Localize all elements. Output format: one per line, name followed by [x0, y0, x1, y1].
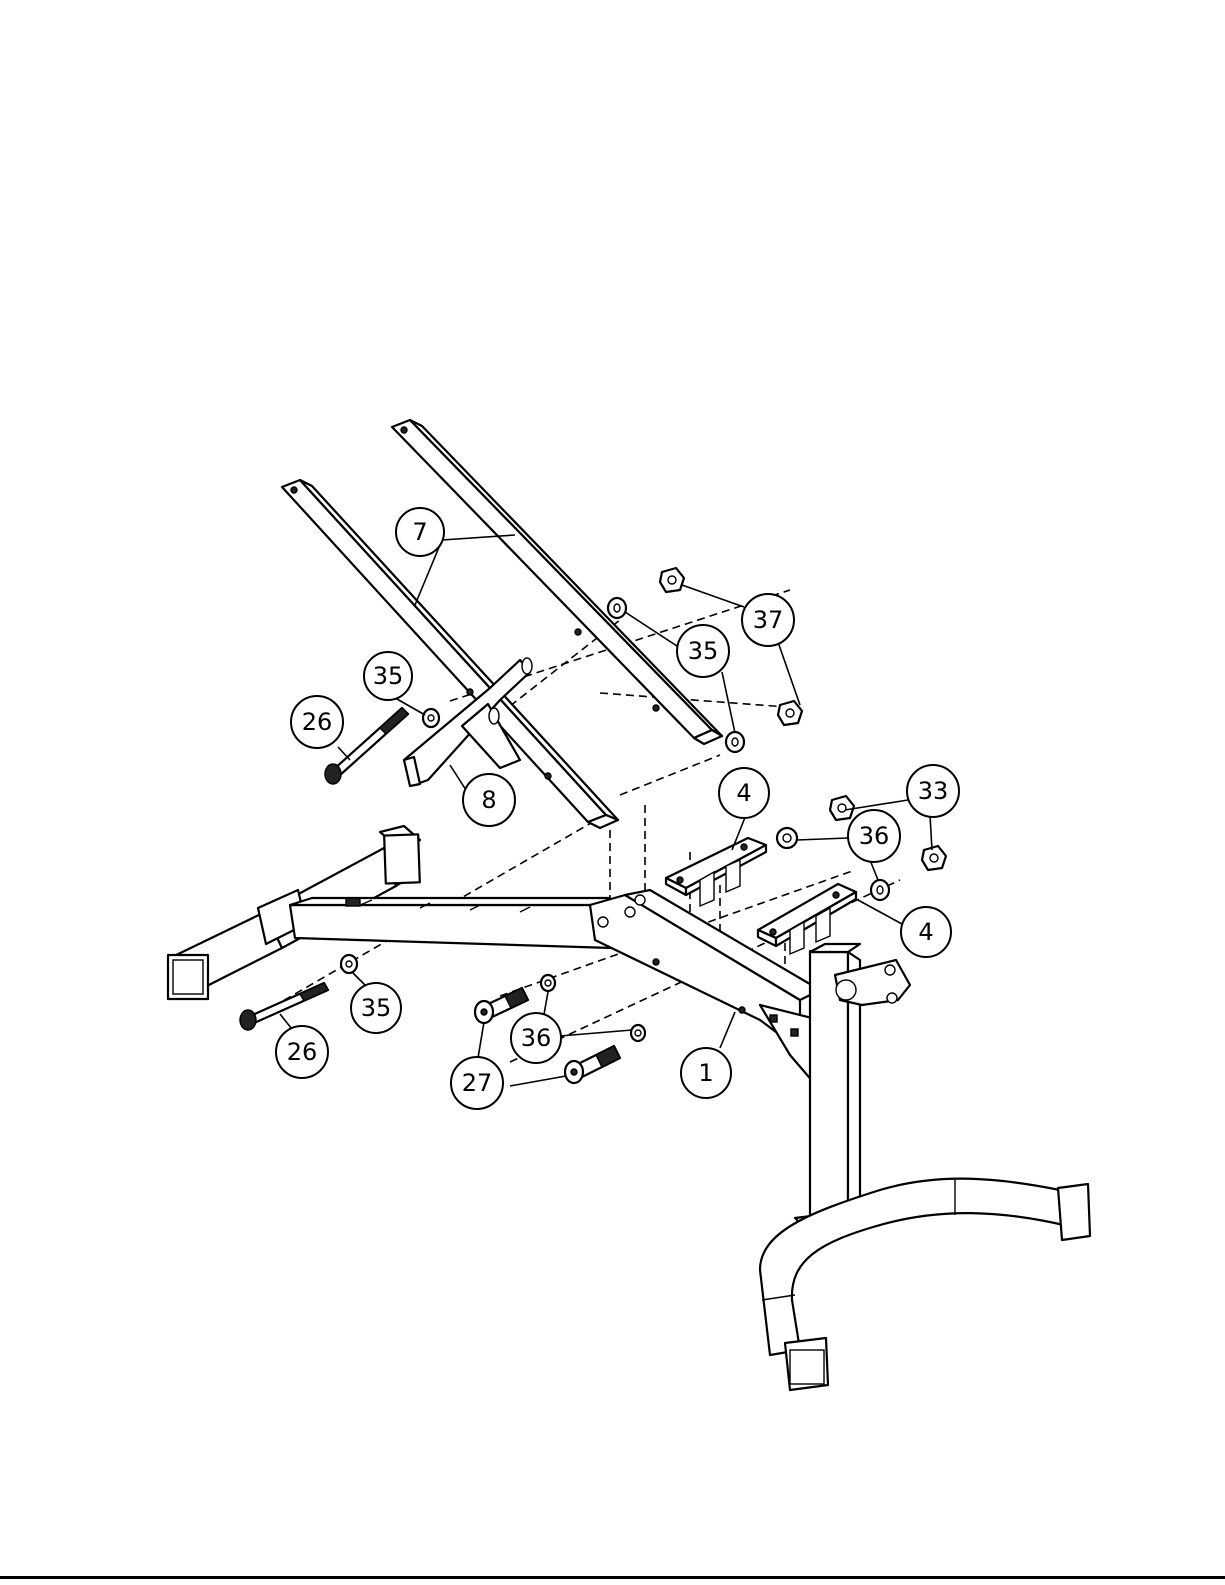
callout-7: 7	[396, 508, 444, 556]
callout-label: 36	[521, 1024, 552, 1052]
callout-27: 27	[451, 1057, 503, 1109]
callout-4-upper: 4	[719, 768, 769, 818]
callout-label: 7	[412, 518, 427, 546]
main-frame-spine	[290, 898, 612, 948]
callout-4-lower: 4	[901, 907, 951, 957]
callout-label: 35	[373, 662, 404, 690]
callout-35-left: 35	[364, 652, 412, 700]
callout-label: 36	[859, 822, 890, 850]
callout-35-bottom: 35	[351, 983, 401, 1033]
callout-label: 8	[481, 786, 496, 814]
front-upright-and-base	[760, 944, 1090, 1390]
callout-33: 33	[907, 765, 959, 817]
callout-label: 26	[302, 708, 333, 736]
callout-37: 37	[742, 594, 794, 646]
callout-1: 1	[681, 1048, 731, 1098]
callout-26-lower: 26	[276, 1026, 328, 1078]
callout-label: 37	[753, 606, 784, 634]
footer-rule	[0, 1576, 1225, 1579]
bracket-upper	[666, 838, 766, 906]
callout-label: 1	[698, 1059, 713, 1087]
callout-label: 35	[688, 637, 719, 665]
callout-8: 8	[463, 774, 515, 826]
bolt-26-lower	[240, 983, 328, 1030]
bolt-27-lower	[565, 1046, 620, 1083]
callout-36-lower: 36	[511, 1013, 561, 1063]
callout-label: 26	[287, 1038, 318, 1066]
callout-label: 27	[462, 1069, 493, 1097]
callout-label: 33	[918, 777, 949, 805]
callout-label: 4	[736, 779, 751, 807]
callout-26-upper: 26	[291, 696, 343, 748]
callout-35-right: 35	[677, 625, 729, 677]
callout-label: 4	[918, 918, 933, 946]
callout-36-upper: 36	[848, 810, 900, 862]
callout-label: 35	[361, 994, 392, 1022]
